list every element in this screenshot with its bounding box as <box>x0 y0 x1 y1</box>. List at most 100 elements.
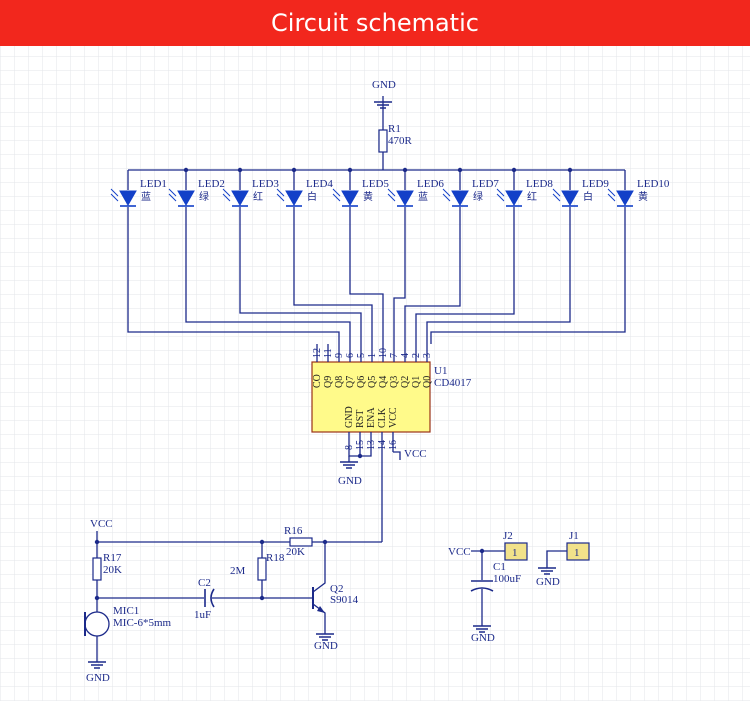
wire-j1 <box>546 550 567 562</box>
c1-ref: C1 <box>493 561 506 573</box>
chip-pin-number: 12 <box>312 348 323 358</box>
led-color: 蓝 <box>141 191 151 203</box>
led-ref: LED2 <box>198 178 225 190</box>
u1-ref: U1 <box>434 365 447 377</box>
led-light-arrow <box>496 188 505 197</box>
wire-vcc-pin <box>393 451 401 460</box>
led-diode-icon <box>396 190 414 207</box>
led-light-arrow <box>276 188 285 197</box>
chip-output-label: Q9 <box>323 376 334 388</box>
resistor-body <box>92 557 102 581</box>
wires <box>96 102 626 656</box>
r18-value: 2M <box>230 565 246 577</box>
chip-pin-number: 14 <box>377 440 388 450</box>
junction-dot <box>511 167 517 173</box>
led-light-arrow <box>552 188 561 197</box>
led-light-arrow <box>607 193 616 202</box>
junction-dot <box>357 453 363 459</box>
junction-dot <box>259 595 265 601</box>
chip-output-label: Q0 <box>422 376 433 388</box>
chip-pin-number: 7 <box>389 353 400 358</box>
led-diode-icon <box>177 190 195 207</box>
led-light-arrow <box>387 193 396 202</box>
c2-ref: C2 <box>198 577 211 589</box>
led-to-chip-wire <box>185 207 351 344</box>
resistor-body <box>378 129 388 153</box>
led-to-chip-wire <box>293 207 373 344</box>
chip-input-label: CLK <box>377 407 388 428</box>
j2-connector <box>504 542 528 561</box>
j1-connector <box>566 542 590 561</box>
c2-plate-curved <box>210 588 215 608</box>
chip-pin-number: 10 <box>378 348 389 358</box>
led-light-arrow <box>552 193 561 202</box>
led-diode-icon <box>505 190 523 207</box>
j1-ref: J1 <box>569 530 579 542</box>
led-ref: LED5 <box>362 178 389 190</box>
led-to-chip-wire <box>415 207 515 344</box>
led-diode-icon <box>451 190 469 207</box>
microphone-icon <box>84 611 110 637</box>
chip-output-label: CO <box>312 374 323 388</box>
junction-dot <box>94 595 100 601</box>
led-light-arrow <box>276 193 285 202</box>
chip-pin-number: 1 <box>367 353 378 358</box>
chip-output-label: Q7 <box>345 376 356 388</box>
r16-resistor <box>289 537 313 547</box>
ground-label: GND <box>372 79 396 91</box>
chip-pin-number: 13 <box>366 440 377 450</box>
page-title: Circuit schematic <box>0 0 750 46</box>
chip-input-label: ENA <box>366 407 377 428</box>
led-light-arrow <box>607 188 616 197</box>
led-light-arrow <box>332 193 341 202</box>
r16-value: 20K <box>286 546 305 558</box>
vcc-label: VCC <box>90 518 113 530</box>
chip-pin-number: 3 <box>422 353 433 358</box>
chip-pin-number: 8 <box>344 445 355 450</box>
led-light-arrow <box>110 193 119 202</box>
led-color: 绿 <box>199 190 209 203</box>
ground-label: GND <box>536 576 560 588</box>
junction-dot <box>291 167 297 173</box>
led-light-arrow <box>168 193 177 202</box>
chip-output-label: Q1 <box>411 376 422 388</box>
ground-label: GND <box>86 672 110 684</box>
led-ref: LED8 <box>526 178 553 190</box>
mic1-part: MIC-6*5mm <box>113 617 172 629</box>
mic1-ref: MIC1 <box>113 605 139 617</box>
led-ref: LED4 <box>306 178 333 190</box>
junction-dot <box>347 167 353 173</box>
chip-pin-number: 2 <box>411 353 422 358</box>
r17-value: 20K <box>103 564 122 576</box>
junction-dot <box>402 167 408 173</box>
chip-output-label: Q4 <box>378 376 389 388</box>
led-color: 红 <box>527 190 537 203</box>
led-diode-icon <box>285 190 303 207</box>
chip-output-label: Q3 <box>389 376 400 388</box>
led-to-chip-wire <box>127 207 340 344</box>
chip-pin-number: 4 <box>400 353 411 358</box>
r1-value: 470R <box>388 135 413 147</box>
led-light-arrow <box>442 188 451 197</box>
led-ref: LED6 <box>417 178 444 190</box>
led-color: 黄 <box>363 190 373 203</box>
r17-ref: R17 <box>103 552 122 564</box>
led-to-chip-wire <box>426 207 571 344</box>
led-light-arrow <box>222 193 231 202</box>
j1-pin: 1 <box>574 547 580 559</box>
led-ref: LED1 <box>140 178 167 190</box>
led-to-chip-wire <box>239 207 362 344</box>
wire-q2-collector <box>312 542 326 593</box>
chip-input-label: VCC <box>388 407 399 428</box>
led-light-arrow <box>332 188 341 197</box>
led-to-chip-wire <box>393 207 406 344</box>
c2-value: 1uF <box>194 609 211 621</box>
led-color: 白 <box>307 190 317 203</box>
junction-dot <box>479 548 485 554</box>
chip-output-label: Q8 <box>334 376 345 388</box>
chip-input-label: RST <box>355 410 366 428</box>
junction-dot <box>457 167 463 173</box>
led-ref: LED10 <box>637 178 670 190</box>
ground-label: GND <box>314 640 338 652</box>
chip-output-label: Q2 <box>400 376 411 388</box>
